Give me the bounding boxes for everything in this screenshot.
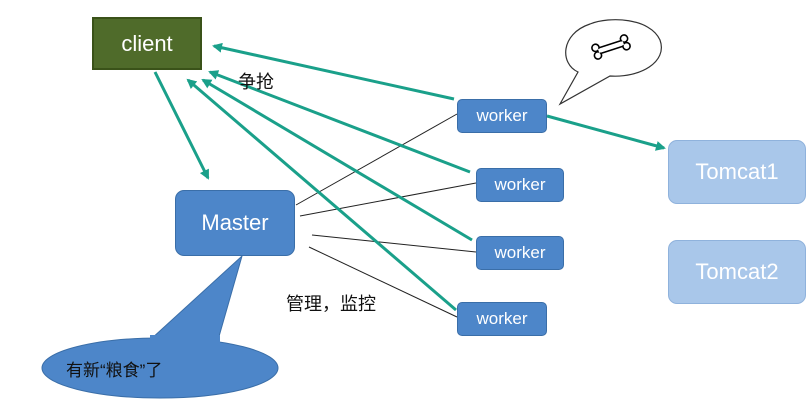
worker-node-1: worker [457, 99, 547, 133]
tomcat2-label: Tomcat2 [695, 259, 779, 284]
master-to-worker1-line [295, 113, 458, 206]
worker3-to-client-arrow [201, 78, 473, 242]
master-to-worker2-line [299, 182, 477, 217]
manage-monitor-label: 管理，监控 [286, 294, 376, 314]
worker1-to-client-arrow [212, 42, 455, 101]
worker-label: worker [494, 243, 546, 262]
worker-label: worker [494, 175, 546, 194]
worker-node-3: worker [476, 236, 564, 270]
client-node: client [92, 17, 202, 70]
client-label: client [121, 30, 173, 56]
master-node: Master [175, 190, 295, 256]
worker-node-2: worker [476, 168, 564, 202]
worker-label: worker [476, 309, 528, 328]
worker-label: worker [476, 106, 528, 125]
bone-icon [591, 34, 631, 60]
worker1-to-tomcat1-arrow [546, 114, 666, 151]
speech-callout [148, 254, 243, 341]
tomcat2-node: Tomcat2 [668, 240, 806, 304]
thought-bubble [558, 19, 662, 106]
worker2-to-client-arrow [208, 70, 471, 174]
new-food-label: 有新“粮食”了 [66, 361, 163, 380]
client-to-master-arrow [153, 71, 210, 180]
tomcat1-label: Tomcat1 [695, 159, 779, 184]
tomcat1-node: Tomcat1 [668, 140, 806, 204]
worker4-to-client-arrow [186, 78, 457, 312]
worker-node-4: worker [457, 302, 547, 336]
master-to-worker3-line [311, 234, 477, 253]
master-label: Master [201, 210, 269, 235]
master-to-worker4-line [308, 246, 458, 318]
grab-label: 争抢 [238, 72, 274, 92]
